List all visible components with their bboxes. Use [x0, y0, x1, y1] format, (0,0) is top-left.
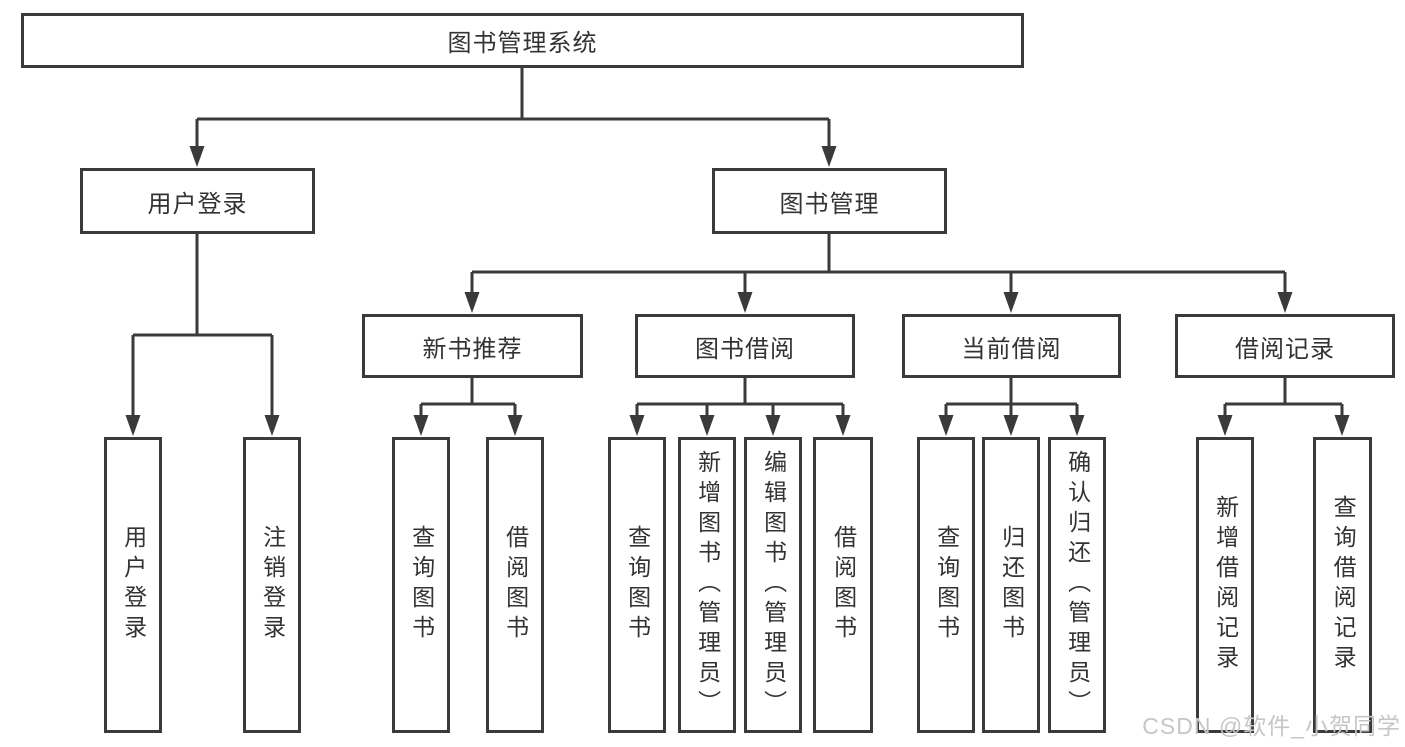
arrowhead-down-icon — [938, 415, 954, 436]
csdn-watermark: CSDN @软件_小贺同学 — [1142, 713, 1401, 739]
leaf-edit-books-admin: 编辑图书（管理员） — [744, 437, 802, 733]
connector-new-book-to-children — [419, 378, 517, 418]
leaf-add-books-admin: 新增图书（管理员） — [678, 437, 736, 733]
arrowhead-down-icon — [1069, 415, 1085, 436]
node-current-borrow: 当前借阅 — [902, 314, 1121, 378]
arrowhead-down-icon — [1003, 292, 1019, 313]
leaf-query-books-recommend: 查询图书 — [392, 437, 450, 733]
leaf-borrow-books: 借阅图书 — [813, 437, 873, 733]
leaf-return-books: 归还图书 — [982, 437, 1040, 733]
leaf-borrow-books-recommend: 借阅图书 — [486, 437, 544, 733]
arrowhead-down-icon — [737, 292, 753, 313]
leaf-query-borrow-record: 查询借阅记录 — [1313, 437, 1372, 733]
arrowhead-down-icon — [835, 415, 851, 436]
node-user-login: 用户登录 — [80, 168, 315, 234]
arrowhead-down-icon — [1217, 415, 1233, 436]
arrowhead-down-icon — [507, 415, 523, 436]
arrowhead-down-icon — [1334, 415, 1350, 436]
node-borrow-records: 借阅记录 — [1175, 314, 1395, 378]
arrowhead-down-icon — [264, 415, 280, 436]
leaf-query-books-current: 查询图书 — [917, 437, 975, 733]
arrowhead-down-icon — [464, 292, 480, 313]
connector-borrow-record-to-children — [1223, 378, 1344, 418]
arrowhead-down-icon — [1277, 292, 1293, 313]
arrowhead-down-icon — [821, 146, 837, 167]
connector-book-borrow-to-children — [635, 378, 845, 418]
arrowhead-down-icon — [699, 415, 715, 436]
connector-root-to-level2 — [195, 68, 831, 149]
arrowhead-down-icon — [189, 146, 205, 167]
node-new-book-recommend: 新书推荐 — [362, 314, 583, 378]
leaf-confirm-return-admin: 确认归还（管理员） — [1048, 437, 1106, 733]
node-book-borrow: 图书借阅 — [635, 314, 855, 378]
leaf-logout: 注销登录 — [243, 437, 301, 733]
leaf-user-login: 用户登录 — [104, 437, 162, 733]
connector-book-mgmt-to-level3 — [470, 234, 1287, 294]
connector-current-borrow-to-children — [944, 378, 1079, 418]
arrowhead-down-icon — [125, 415, 141, 436]
leaf-query-books-borrow: 查询图书 — [608, 437, 666, 733]
node-root: 图书管理系统 — [21, 13, 1024, 68]
arrowhead-down-icon — [765, 415, 781, 436]
leaf-add-borrow-record: 新增借阅记录 — [1196, 437, 1254, 733]
arrowhead-down-icon — [413, 415, 429, 436]
node-book-management: 图书管理 — [712, 168, 947, 234]
arrowhead-down-icon — [1003, 415, 1019, 436]
connector-user-login-to-children — [131, 234, 274, 418]
arrowhead-down-icon — [629, 415, 645, 436]
